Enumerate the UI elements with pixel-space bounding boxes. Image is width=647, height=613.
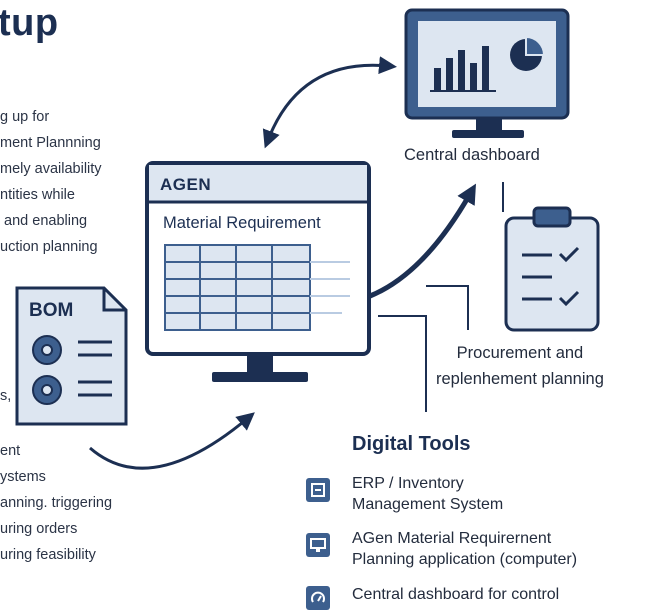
digital-tools-heading: Digital Tools — [352, 433, 471, 455]
intro-paragraph: g up for ment Plannning mely availabilit… — [0, 109, 102, 255]
procurement-label: Procurement and replenhement planning — [436, 344, 604, 388]
clipboard-icon — [504, 206, 600, 332]
paragraph-fragment: s, — [0, 388, 12, 404]
server-icon — [306, 478, 330, 502]
computer-header: AGEN — [160, 175, 212, 194]
tool-label-dashboard: Central dashboard for control — [352, 586, 560, 603]
monitor-icon — [306, 533, 330, 557]
mrp-computer-icon — [145, 161, 371, 382]
computer-title: Material Requirement — [163, 214, 321, 232]
bom-label: BOM — [29, 300, 74, 321]
gauge-icon — [306, 586, 330, 610]
page-title: tup — [0, 2, 59, 44]
bom-document-icon — [15, 286, 128, 426]
tool-label-erp: ERP / Inventory Management System — [352, 475, 504, 513]
dashboard-monitor-icon — [404, 8, 570, 138]
process-paragraph: ent ystems anning. triggering uring orde… — [0, 443, 113, 563]
tool-label-agen: AGen Material Requirernent Planning appl… — [352, 530, 578, 568]
dashboard-label: Central dashboard — [404, 146, 540, 164]
